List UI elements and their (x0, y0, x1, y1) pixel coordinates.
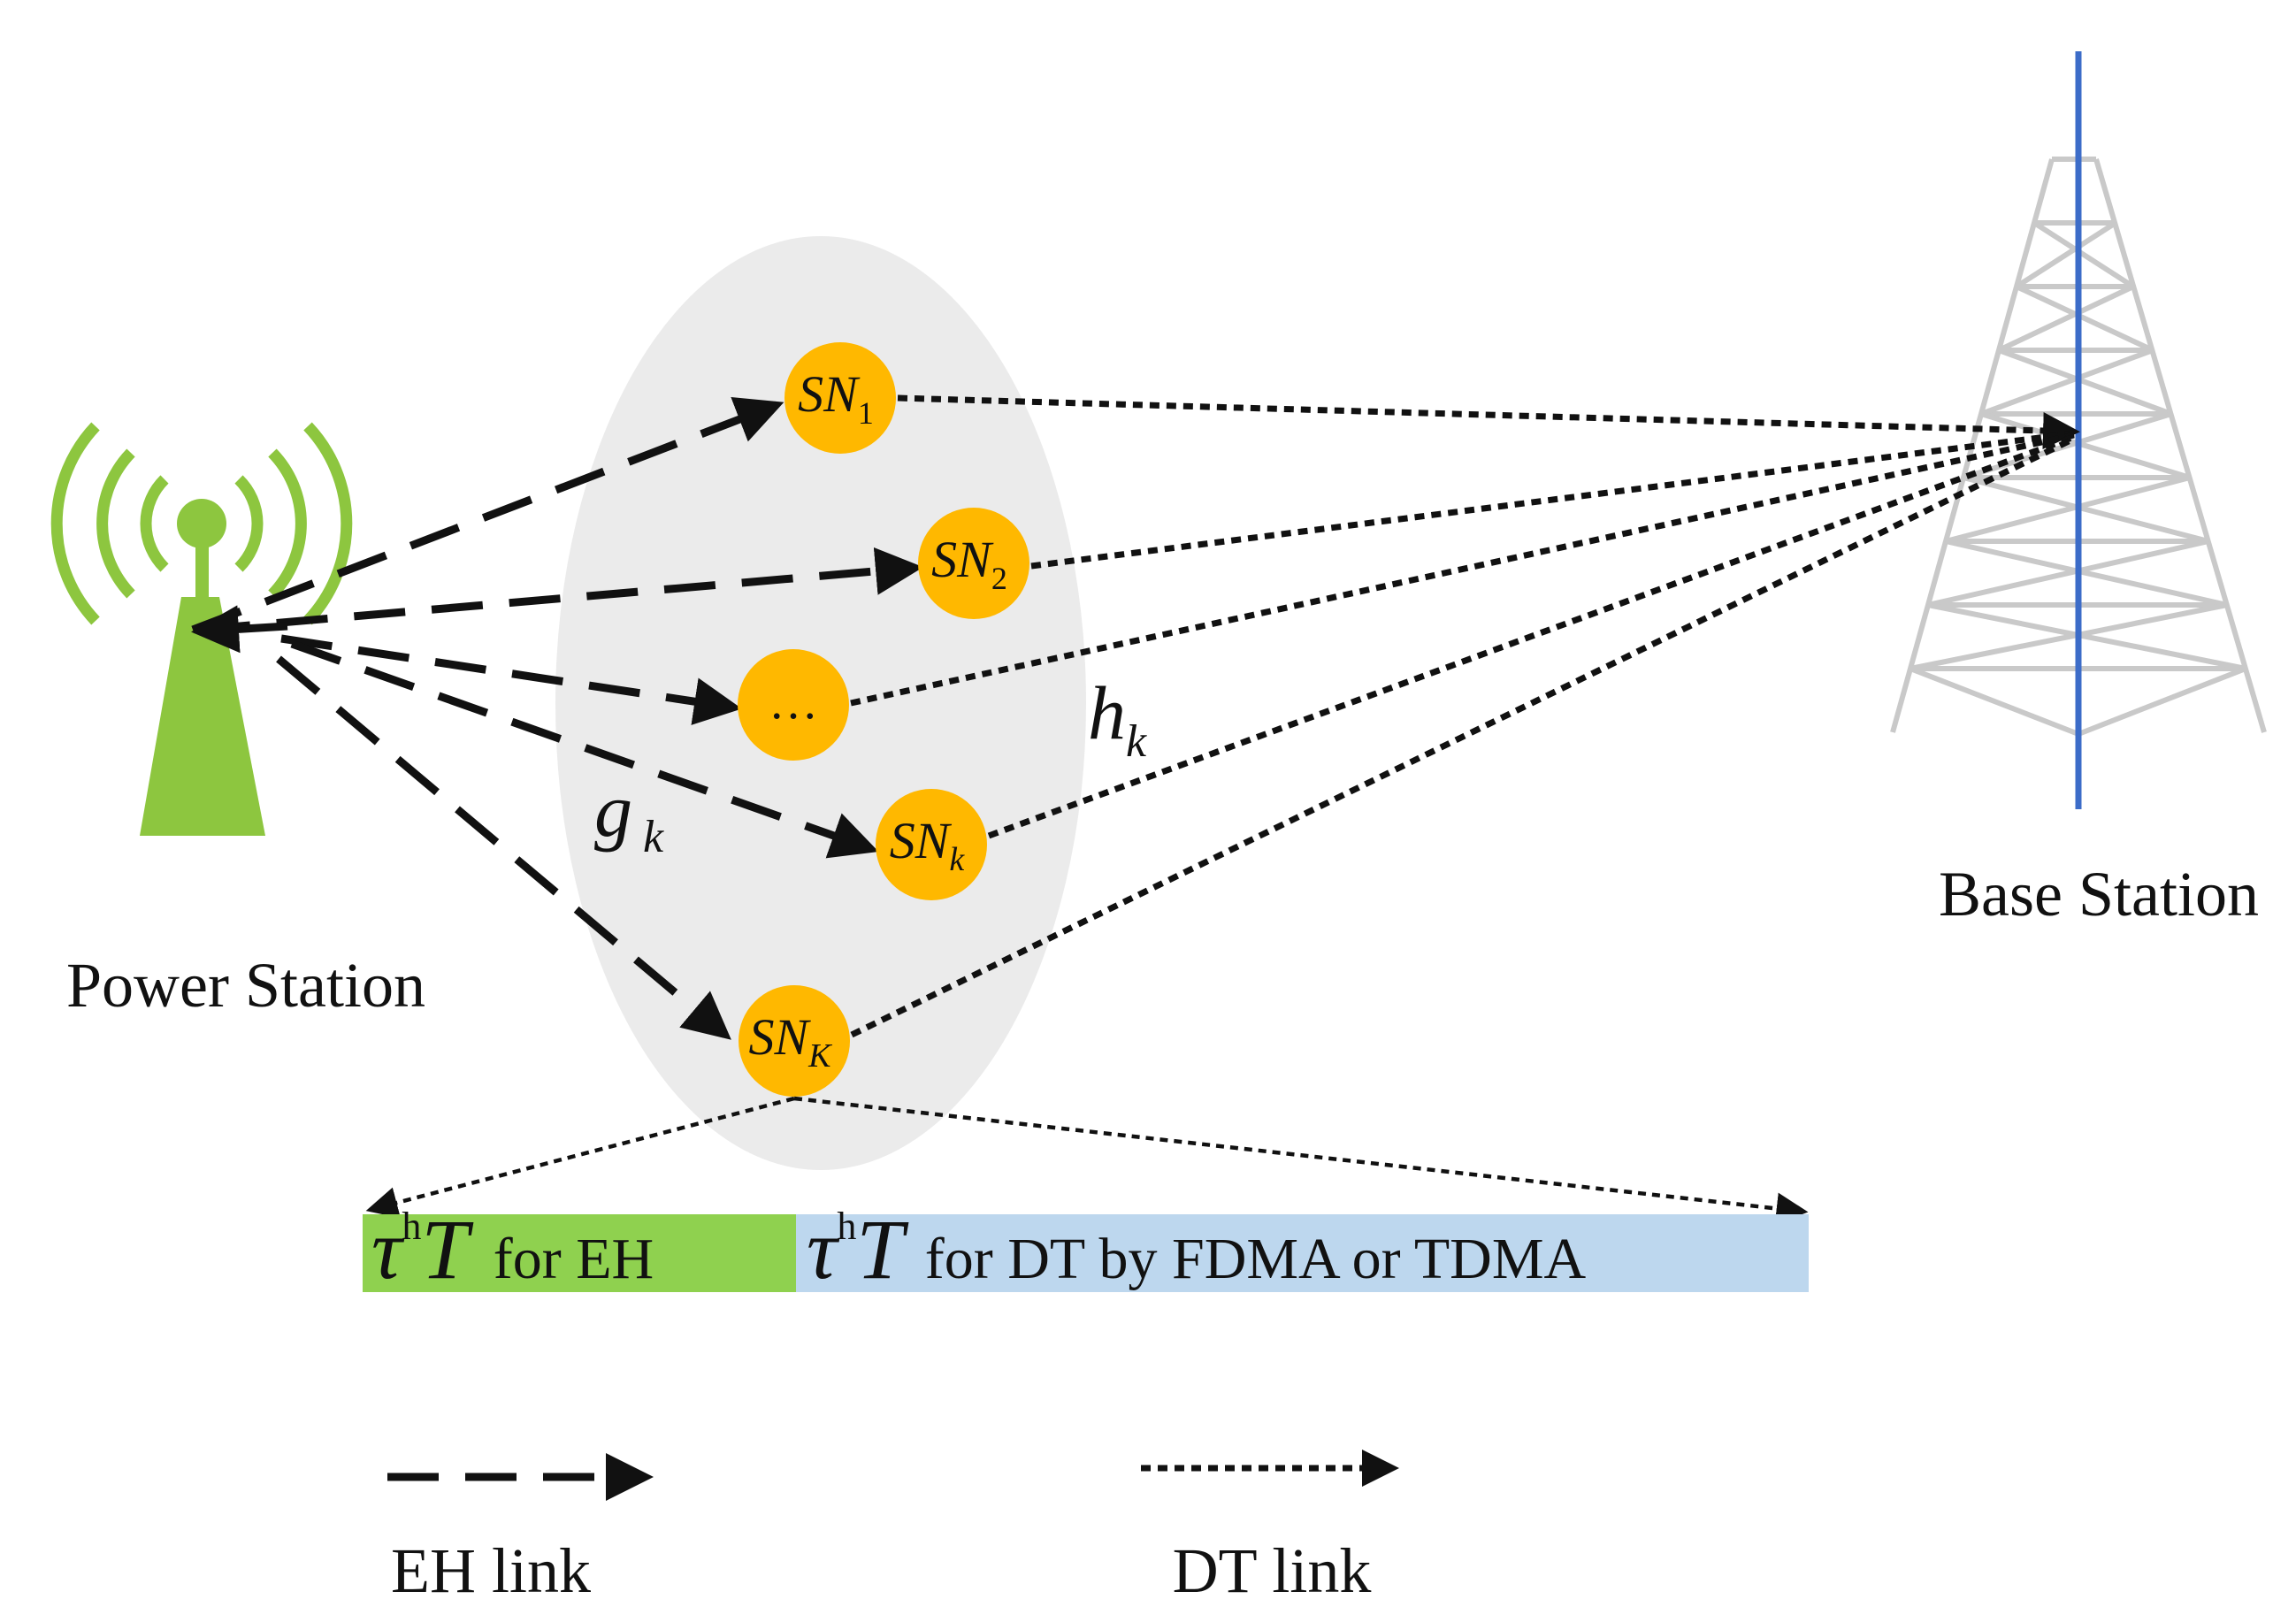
eh-link-to-snK (276, 655, 731, 1040)
dt-link-sn1 (897, 394, 2080, 449)
snK-label: SN (748, 1008, 811, 1066)
channel-g-base: g (594, 768, 632, 853)
base-station-label: Base Station (1939, 859, 2259, 930)
dt-link-snK (850, 435, 2076, 1038)
sn2-label: SN (931, 531, 994, 588)
ellipsis-label: … (769, 675, 818, 730)
eh-T: T (421, 1202, 474, 1297)
dt-link-dots (850, 432, 2075, 707)
dt-text: for DT by FDMA or TDMA (925, 1227, 1587, 1291)
channel-h-sub: k (1126, 716, 1147, 767)
eh-tau: τ (371, 1202, 405, 1297)
channel-g-sub: k (643, 812, 664, 862)
timeline-dt-segment (796, 1214, 1809, 1292)
sensor-node-sn2: SN2 (918, 508, 1029, 619)
eh-link-into-power-station (191, 605, 288, 654)
dt-link-snk (987, 433, 2076, 839)
sn1-subscript: 1 (858, 395, 874, 431)
svg-text:SN2: SN2 (931, 531, 1007, 596)
eh-link-to-snk (290, 639, 879, 859)
svg-text:SNk: SNk (890, 812, 966, 878)
dt-tau: τ (807, 1202, 840, 1297)
eh-link-to-sn2 (198, 547, 923, 634)
channel-h-label: hk (1088, 670, 1147, 767)
power-station-label: Power Station (66, 950, 425, 1021)
svg-text:SNK: SNK (748, 1008, 832, 1075)
timeline-expansion-right (793, 1096, 1809, 1225)
snk-subscript: k (949, 841, 965, 878)
eh-text: for EH (494, 1227, 654, 1291)
svg-text:SN1: SN1 (798, 365, 874, 431)
dt-T: T (856, 1202, 909, 1297)
sensor-node-snK: SNK (739, 985, 850, 1097)
sensor-node-sn1: SN1 (784, 342, 896, 454)
snK-subscript: K (807, 1037, 832, 1075)
legend-dt-label: DT link (1173, 1535, 1372, 1606)
sensor-node-snk: SNk (876, 789, 987, 900)
timeline-expansion-left (365, 1096, 795, 1219)
sn1-label: SN (798, 365, 861, 423)
sensor-node-ellipsis: … (738, 649, 849, 761)
eh-link-from-sn1 (191, 396, 784, 634)
dt-link-sn2 (1030, 430, 2075, 570)
eh-sup: h (402, 1205, 421, 1248)
timeline-eh-segment (363, 1214, 796, 1292)
dt-sup: h (837, 1205, 856, 1248)
sn2-subscript: 2 (991, 561, 1007, 596)
legend-eh-label: EH link (391, 1535, 591, 1606)
channel-h-base: h (1088, 670, 1126, 755)
power-station-icon (50, 422, 353, 836)
snk-label: SN (890, 812, 953, 869)
